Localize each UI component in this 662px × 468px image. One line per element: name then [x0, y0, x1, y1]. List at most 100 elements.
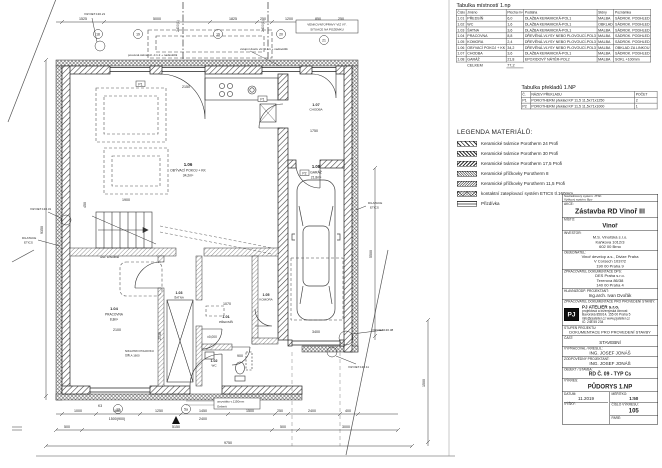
svg-text:1500(900): 1500(900): [109, 417, 125, 421]
svg-text:2730: 2730: [158, 332, 162, 340]
cast-label: ČÁST:: [564, 336, 574, 340]
table-cell: CELKEM: [467, 62, 483, 68]
svg-text:1880: 1880: [113, 409, 121, 413]
furniture-dashed: [95, 87, 225, 317]
roof-outline-dashed: [147, 29, 273, 59]
legend-item: Keramické příčkovky Porotherm 11,5 Profi: [457, 179, 575, 189]
svg-text:K3: K3: [98, 404, 102, 408]
zpracovatel-line: 140 00 Praha 4: [596, 283, 624, 288]
vypracoval-label: VYPRACOVAL / KRESLIL:: [564, 346, 603, 351]
coord-system: Souřadnicový systém: JTSK: [564, 195, 602, 198]
objednatel-label: OBJEDNATEL:: [564, 250, 586, 255]
svg-text:P1: P1: [260, 97, 264, 101]
svg-text:1500: 1500: [246, 409, 254, 413]
meta-grid: DATUM: 11.2019 VÝŠKY: MĚŘÍTKO: 1:50: [563, 391, 658, 424]
legend-label: Keramické tvárnice Porotherm 17,5 Profi: [481, 161, 563, 166]
svg-text:1.08: 1.08: [312, 164, 321, 169]
room-labels: 1.06 OBÝVACÍ POKOJ + KK 34,2m² 1.08 GARÁ…: [105, 103, 323, 368]
svg-text:VIZ DET.130.21: VIZ DET.130.21: [84, 12, 106, 16]
svg-text:900: 900: [237, 354, 243, 358]
svg-text:1500: 1500: [422, 379, 426, 387]
investor-line: M.S. Vinořská s.r.o.: [592, 235, 628, 240]
svg-text:500: 500: [280, 425, 286, 429]
table-cell: 1.04: [455, 32, 467, 39]
svg-text:1825: 1825: [229, 17, 237, 21]
svg-text:ŠÍŘ.A 1600: ŠÍŘ.A 1600: [125, 353, 140, 358]
pare-label: PARÉ:: [611, 416, 622, 420]
svg-text:umyvátko v.1150mm: umyvátko v.1150mm: [217, 400, 245, 404]
svg-text:450: 450: [83, 202, 87, 208]
table-cell: 1.08: [455, 55, 467, 63]
table-cell: SÁDROK. PODHLED: [613, 32, 651, 39]
car: [290, 179, 344, 321]
part-row: ČÁST: STAVEBNÍ: [562, 336, 658, 347]
svg-text:vstupní dveře viz. d.1.1 + nad: vstupní dveře viz. d.1.1 + nadsvětlík: [240, 47, 288, 51]
zprac2-label: ZPRACOVATEL DOKUMENTACE PRO PROVEDENÍ ST…: [564, 299, 656, 304]
dimension-texts: 1525 5000 1825 250 1200 850 250 1000 188…: [40, 17, 426, 445]
svg-text:250: 250: [260, 17, 266, 21]
door-swings: [134, 73, 337, 387]
detail-mark-labels: VIZ DET.130.21 VIZ DET.130.31 VIZ DET.13…: [22, 12, 394, 369]
responsible: ING. JOSEF JONÁŠ: [589, 360, 631, 366]
p24-hatch-swatch: [457, 140, 477, 147]
investor-row: INVESTOR: M.S. Vinořská s.r.o. Kaňkova 1…: [562, 231, 658, 251]
stupen-label: STUPEŇ PROJEKTU:: [564, 326, 597, 330]
plan-notes: VENKOVNÍ ÚPRAVY VIZ VÝ. SITUACE NA POZEM…: [100, 19, 359, 410]
vysky-label: VÝŠKY:: [564, 402, 576, 406]
legend-item: Keramické tvárnice Porotherm 30 Profi: [457, 149, 575, 159]
table-cell: [456, 62, 466, 68]
svg-text:±0,000: ±0,000: [207, 335, 217, 339]
svg-text:KOMORA: KOMORA: [259, 298, 272, 302]
dimension-lines: [43, 19, 431, 449]
svg-text:1.01: 1.01: [222, 315, 229, 319]
investor-label: INVESTOR:: [564, 231, 582, 236]
svg-text:3000: 3000: [342, 425, 350, 429]
firm-name: PJ ATELIER s.r.o.: [582, 304, 620, 310]
svg-text:DILATACE: DILATACE: [368, 201, 382, 205]
svg-text:21: 21: [322, 38, 326, 42]
legend-label: Keramické příčkovky Porotherm 8: [481, 171, 549, 176]
project-title-row: AKCE: Zástavba RD Vinoř III: [562, 202, 658, 218]
legend-label: Keramické příčkovky Porotherm 11,5 Profi: [481, 181, 565, 186]
svg-text:3400: 3400: [312, 330, 320, 334]
svg-text:1.02: 1.02: [211, 359, 218, 363]
date: 11.2019: [578, 395, 594, 401]
plot-boundary-lines: [7, 0, 389, 456]
table-cell: GARÁŽ: [465, 55, 507, 63]
svg-text:1.07: 1.07: [312, 103, 319, 107]
firm-row: ZPRACOVATEL DOKUMENTACE PRO PROVEDENÍ ST…: [562, 299, 658, 326]
svg-text:1450: 1450: [199, 409, 207, 413]
table-cell: SÁDROK. PODHLED: [613, 15, 651, 22]
p8-hatch-swatch: [457, 170, 477, 177]
opening-marks: [93, 29, 329, 414]
part: STAVEBNÍ: [599, 339, 621, 345]
svg-text:ETICS: ETICS: [24, 241, 33, 245]
location-row: MÍSTO: Vinoř: [562, 218, 658, 231]
svg-text:21,8m²: 21,8m²: [311, 176, 322, 180]
svg-text:1900: 1900: [122, 198, 130, 202]
table-cell: OBÝVACÍ POKOJ + KK: [465, 44, 507, 51]
svg-text:8,8m²: 8,8m²: [110, 318, 118, 322]
svg-text:ŠATNA: ŠATNA: [174, 295, 184, 300]
wall-partitions-interior: [69, 247, 279, 387]
table-cell: MALBA: [596, 15, 615, 22]
svg-text:2400: 2400: [308, 409, 316, 413]
lintel-marks: P1 P1 P2: [135, 80, 310, 176]
svg-text:VENKOVNÍ ÚPRAVY VIZ VÝ.: VENKOVNÍ ÚPRAVY VIZ VÝ.: [307, 22, 347, 27]
stage: DOKUMENTACE PRO PROVEDENÍ STAVBY: [569, 329, 651, 335]
table-cell: [597, 62, 614, 68]
legend-label: Přizdívka: [481, 201, 500, 206]
zpracovatel-label: ZPRACOVATEL DOKUMENTACE DPS:: [564, 270, 622, 274]
table-cell: PŘEDSÍŇ: [465, 15, 507, 22]
p115-hatch-swatch: [457, 180, 477, 187]
wall-masonry-exterior: [61, 65, 353, 395]
opening-mark-labels: 18 19 19 20 21 13 5a K3: [96, 32, 326, 411]
objednatel-line: Vinoř develop a.s., Divize Praha: [581, 254, 639, 259]
svg-text:1525: 1525: [79, 17, 87, 21]
objekt-label: OBJEKT / STAVBA:: [564, 367, 593, 372]
